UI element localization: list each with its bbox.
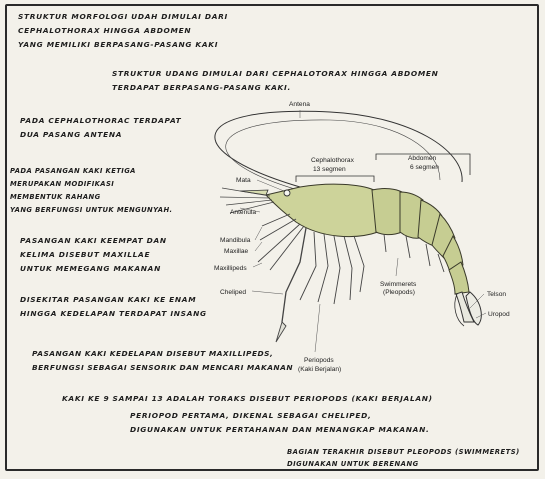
walking-leg — [354, 236, 364, 292]
leader-periopods — [315, 304, 320, 352]
mandibula-line — [262, 214, 290, 226]
leader-maxillae — [255, 242, 262, 251]
leader-mandibula — [255, 227, 262, 240]
label-abdomen: Abdomen — [408, 155, 437, 162]
walking-leg — [300, 232, 316, 300]
label-uropod: Uropod — [488, 311, 510, 318]
leader-maxillipeds — [253, 263, 262, 267]
rostrum — [240, 190, 268, 195]
maxillae-line — [260, 219, 296, 240]
walking-leg — [334, 236, 340, 304]
leader-cheliped — [252, 291, 283, 294]
antennule-line — [220, 197, 270, 198]
label-kaki-berjalan: (Kaki Berjalan) — [298, 366, 341, 373]
abdomen-segment-1 — [372, 189, 402, 235]
label-mata: Mata — [236, 177, 251, 184]
label-maxillipeds: Maxillipeds — [214, 265, 247, 272]
pleopod — [406, 236, 410, 258]
pleopod — [426, 244, 430, 266]
label-antenula: Antenula — [230, 209, 256, 216]
label-cheliped: Cheliped — [220, 289, 246, 296]
leader-swimmerets — [396, 258, 398, 276]
label-telson: Telson — [487, 291, 506, 298]
walking-leg — [318, 234, 328, 302]
pleopod — [384, 234, 386, 252]
label-antena: Antena — [289, 101, 310, 108]
label-pleopods: (Pleopods) — [383, 289, 415, 296]
eye — [284, 190, 290, 196]
label-maxillae: Maxillae — [224, 248, 249, 255]
cephalothorax-bracket — [296, 176, 374, 182]
maxilliped-line — [258, 224, 300, 262]
leader-mata — [257, 180, 284, 191]
diagram-labels: Antena Cephalothorax 13 segmen Abdomen 6… — [214, 101, 510, 373]
label-cephalothorax: Cephalothorax — [311, 157, 355, 164]
cheliped — [282, 228, 306, 322]
label-abdomen-segments: 6 segmen — [410, 164, 439, 171]
label-periopods: Periopods — [304, 357, 334, 364]
label-cephalothorax-segments: 13 segmen — [313, 166, 346, 173]
walking-leg — [344, 236, 352, 300]
cephalothorax — [266, 184, 378, 236]
label-mandibula: Mandibula — [220, 237, 251, 244]
cheliped-claw — [276, 322, 286, 342]
label-swimmerets: Swimmerets — [380, 281, 417, 288]
